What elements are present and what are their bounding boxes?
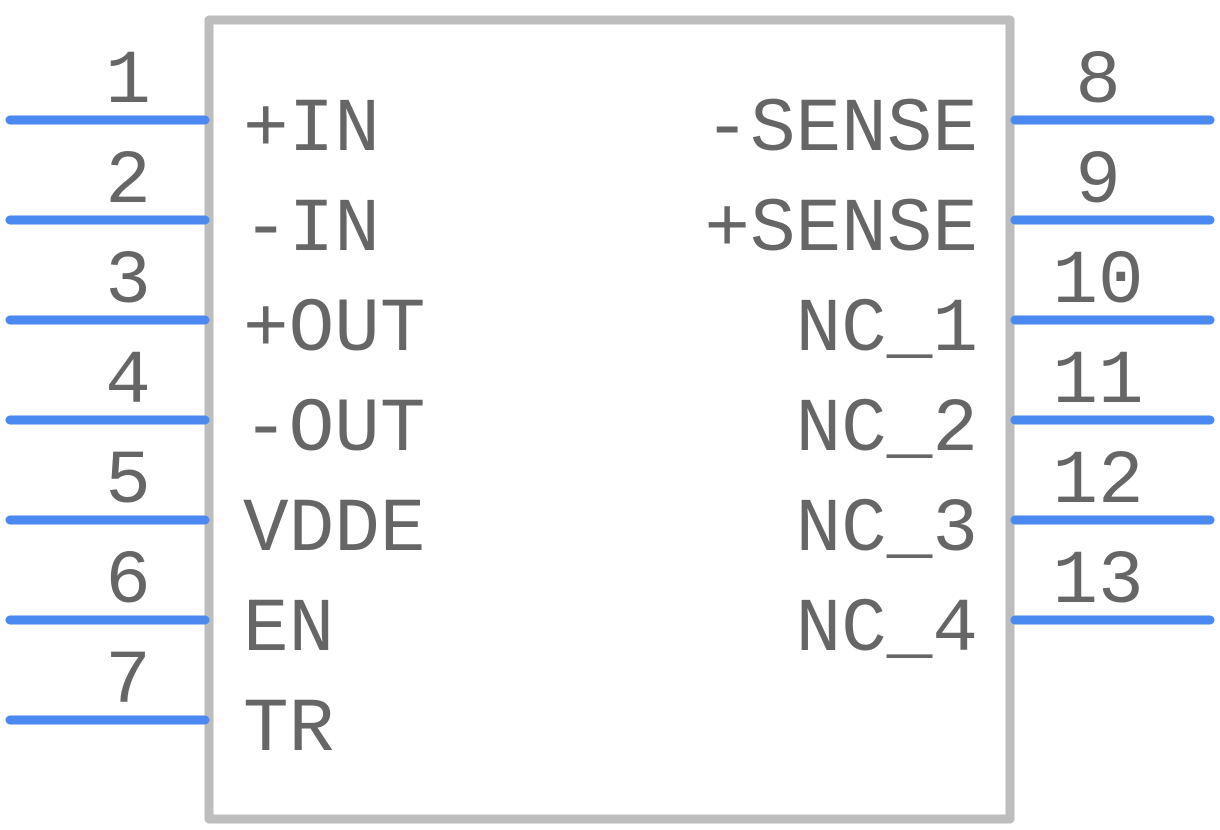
pin-6-label: EN <box>243 587 334 673</box>
pin-11-label: NC_2 <box>796 387 978 473</box>
pin-9-label: +SENSE <box>704 187 978 273</box>
pin-1-label: +IN <box>243 87 380 173</box>
pin-7-label: TR <box>243 687 334 773</box>
pin-5-label: VDDE <box>243 487 425 573</box>
pin-8-number: 8 <box>1075 39 1121 125</box>
pin-13-label: NC_4 <box>796 587 978 673</box>
pin-10-number: 10 <box>1052 239 1143 325</box>
pin-4-label: -OUT <box>243 387 425 473</box>
pin-11-number: 11 <box>1052 339 1143 425</box>
pin-12-label: NC_3 <box>796 487 978 573</box>
pin-3-number: 3 <box>105 239 151 325</box>
pin-9-number: 9 <box>1075 139 1121 225</box>
pin-1-number: 1 <box>105 39 151 125</box>
pin-6-number: 6 <box>105 539 151 625</box>
pin-13-number: 13 <box>1052 539 1143 625</box>
pin-2-number: 2 <box>105 139 151 225</box>
pin-5-number: 5 <box>105 439 151 525</box>
pin-3-label: +OUT <box>243 287 425 373</box>
pin-10-label: NC_1 <box>796 287 978 373</box>
pin-8-label: -SENSE <box>704 87 978 173</box>
pin-12-number: 12 <box>1052 439 1143 525</box>
pin-7-number: 7 <box>105 639 151 725</box>
pin-4-number: 4 <box>105 339 151 425</box>
pin-2-label: -IN <box>243 187 380 273</box>
